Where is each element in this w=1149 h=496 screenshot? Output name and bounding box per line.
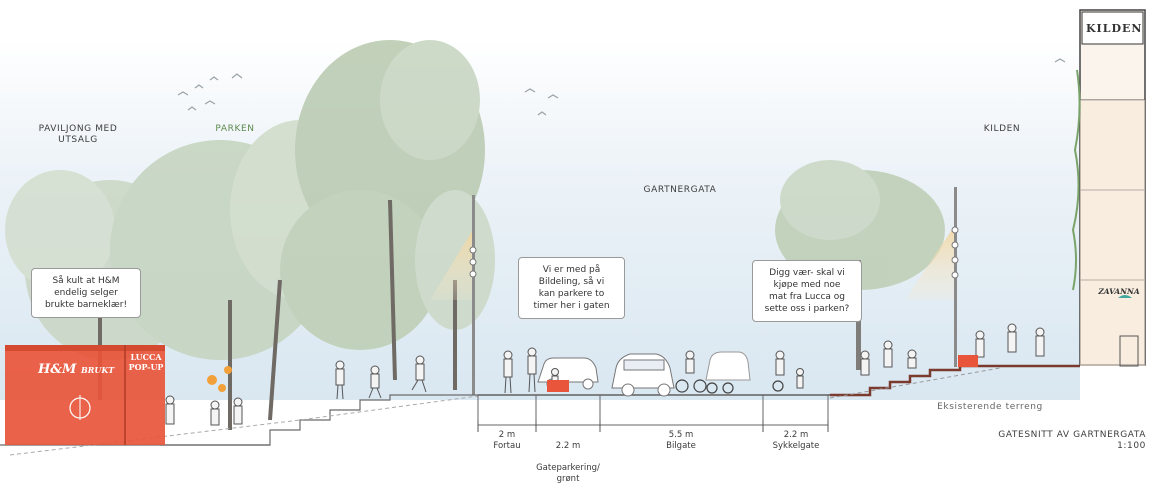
dim-parking-size: 2.2 m <box>555 441 581 451</box>
red-bench-plaza <box>958 355 978 367</box>
lucca-sign: LUCCA POP-UP <box>128 352 164 372</box>
lamp-glow-right <box>905 225 955 300</box>
dimension-ticks <box>477 420 829 432</box>
red-bench-street <box>547 380 569 392</box>
terrain-label: Eksisterende terreng <box>937 402 1043 412</box>
dim-cargate: 5.5 m Bilgate <box>641 430 721 452</box>
park-trees <box>5 40 495 360</box>
speech-bubble-hm: Så kult at H&M endelig selger brukte bar… <box>31 268 141 318</box>
dim-cargate-name: Bilgate <box>666 441 696 451</box>
street-lamp-left <box>469 195 477 395</box>
hm-sign: H&M BRUKT <box>38 362 114 377</box>
people <box>165 323 1105 426</box>
street-name-label: GARTNERGATA <box>643 185 717 195</box>
dim-parking-name: Gateparkering/ grønt <box>536 463 600 484</box>
dim-bikelane-size: 2.2 m <box>783 430 809 440</box>
drawing-scale: 1:100 <box>1117 441 1146 451</box>
existing-terrain-line <box>829 367 1001 399</box>
lamp-glow-left <box>430 228 474 300</box>
dim-parking: 2.2 m Gateparkering/ grønt <box>528 430 608 496</box>
birds <box>177 58 1066 116</box>
dim-bikelane-name: Sykkelgate <box>772 441 820 451</box>
drawing-title: GATESNITT AV GARTNERGATA <box>998 430 1146 440</box>
zavanna-sign: ZAVANNA <box>1098 287 1140 296</box>
dim-sidewalk: 2 m Fortau <box>467 430 547 452</box>
kilden-label: KILDEN <box>983 124 1021 134</box>
hm-logo-text: H&M <box>38 362 77 377</box>
park-label: PARKEN <box>215 124 255 134</box>
kilden-sign: KILDEN <box>1086 22 1143 35</box>
speech-bubble-lucca: Digg vær- skal vi kjøpe med noe mat fra … <box>752 260 862 322</box>
pavilion <box>5 345 165 445</box>
dim-bikelane: 2.2 m Sykkelgate <box>756 430 836 452</box>
speech-bubble-carshare: Vi er med på Bildeling, så vi kan parker… <box>518 257 625 319</box>
car-moving <box>611 353 675 397</box>
dim-sidewalk-name: Fortau <box>493 441 521 451</box>
car-back <box>705 351 751 381</box>
pavilion-label: PAVILJONG MED UTSALG <box>38 124 118 145</box>
street-lamp-right <box>951 187 959 367</box>
dim-sidewalk-size: 2 m <box>498 430 516 440</box>
lanterns <box>207 366 232 392</box>
bikelane-section <box>762 394 829 426</box>
dim-cargate-size: 5.5 m <box>668 430 694 440</box>
hm-sub-text: BRUKT <box>80 365 115 375</box>
kilden-building <box>1071 9 1146 367</box>
bicycles <box>675 379 784 394</box>
park-stairs <box>160 394 478 446</box>
right-stairs <box>830 364 1080 397</box>
